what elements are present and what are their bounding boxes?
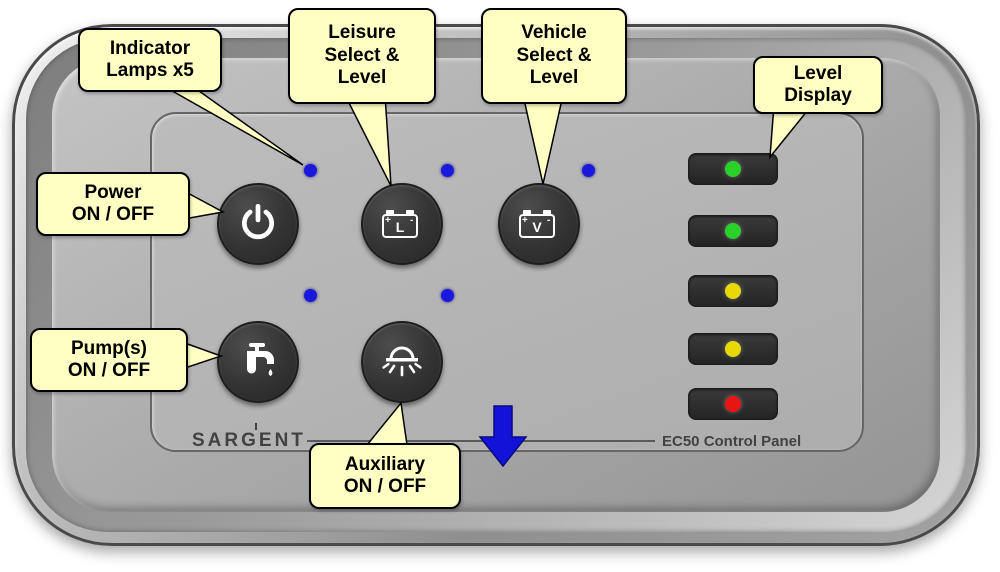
model-label: EC50 Control Panel: [662, 433, 802, 450]
callout-vehicle-select: Vehicle Select & Level: [481, 8, 627, 104]
callout-level-display: Level Display: [753, 56, 883, 114]
level-led-yellow: [725, 283, 741, 299]
indicator-led: [304, 164, 317, 177]
minus-sign: -: [547, 215, 551, 226]
callout-auxiliary: Auxiliary ON / OFF: [309, 443, 461, 509]
level-led-segment: [688, 275, 778, 307]
plus-sign: +: [385, 215, 391, 226]
power-icon: [237, 201, 279, 248]
indicator-led: [582, 164, 595, 177]
level-led-segment: [688, 215, 778, 247]
battery-letter: V: [532, 219, 542, 235]
pump-icon: [236, 338, 280, 387]
level-led-red: [725, 396, 741, 412]
level-led-segment: [688, 333, 778, 365]
battery-terminal: [543, 210, 551, 215]
leisure-battery-icon: + - L: [382, 209, 422, 239]
callout-indicator-lamps: Indicator Lamps x5: [78, 28, 222, 92]
logo-tick: [255, 423, 257, 430]
battery-terminal: [406, 210, 414, 215]
leisure-select-button[interactable]: + - L: [361, 183, 443, 265]
callout-power: Power ON / OFF: [36, 172, 190, 236]
battery-terminal: [523, 210, 531, 215]
indicator-led: [304, 289, 317, 302]
vehicle-select-button[interactable]: + - V: [498, 183, 580, 265]
battery-body: [382, 214, 418, 238]
auxiliary-button[interactable]: [361, 321, 443, 403]
level-led-yellow: [725, 341, 741, 357]
callout-pump: Pump(s) ON / OFF: [30, 328, 188, 392]
battery-body: [519, 214, 555, 238]
vehicle-battery-icon: + - V: [519, 209, 559, 239]
level-led-segment: [688, 388, 778, 420]
minus-sign: -: [410, 215, 414, 226]
divider-line: [307, 440, 655, 442]
callout-leisure-select: Leisure Select & Level: [288, 8, 436, 104]
auxiliary-light-icon: [379, 337, 425, 388]
level-led-green: [725, 161, 741, 177]
indicator-led: [441, 289, 454, 302]
plus-sign: +: [522, 215, 528, 226]
pump-button[interactable]: [217, 321, 299, 403]
indicator-led: [441, 164, 454, 177]
level-led-segment: [688, 153, 778, 185]
power-button[interactable]: [217, 183, 299, 265]
level-led-green: [725, 223, 741, 239]
brand-logo: SARGENT: [192, 430, 306, 451]
battery-letter: L: [395, 219, 405, 235]
battery-terminal: [386, 210, 394, 215]
